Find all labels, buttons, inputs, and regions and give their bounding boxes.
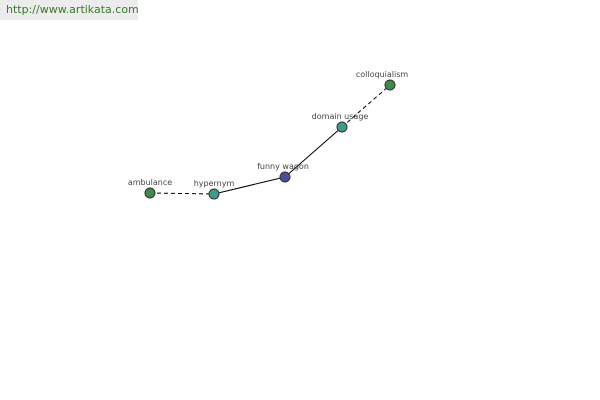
node-label-ambulance: ambulance [128, 178, 172, 187]
edge-ambulance-hypernym [149, 192, 215, 195]
node-hypernym[interactable]: hypernym [194, 179, 235, 200]
node-marker-funny-wagon[interactable] [279, 171, 291, 183]
edge-domain-usage-colloquialism [341, 84, 391, 128]
node-label-hypernym: hypernym [194, 179, 235, 188]
node-marker-colloquialism[interactable] [384, 79, 396, 91]
node-ambulance[interactable]: ambulance [128, 178, 172, 199]
graph-edges [149, 84, 391, 195]
node-label-domain-usage: domain usage [312, 112, 369, 121]
graph-nodes: ambulance hypernym funny wagon domain usage… [128, 70, 409, 200]
edge-funny-wagon-domain-usage [284, 126, 343, 178]
node-marker-domain-usage[interactable] [336, 121, 348, 133]
source-link[interactable]: http://www.artikata.com [6, 3, 139, 16]
node-label-colloquialism: colloquialism [356, 70, 409, 79]
node-funny-wagon[interactable]: funny wagon [257, 162, 309, 183]
source-bar: http://www.artikata.com [0, 0, 139, 20]
node-domain-usage[interactable]: domain usage [312, 112, 369, 133]
edge-hypernym-funny-wagon [213, 176, 286, 195]
node-marker-hypernym[interactable] [208, 188, 220, 200]
node-label-funny-wagon: funny wagon [257, 162, 309, 171]
node-marker-ambulance[interactable] [144, 187, 156, 199]
node-colloquialism[interactable]: colloquialism [356, 70, 409, 91]
